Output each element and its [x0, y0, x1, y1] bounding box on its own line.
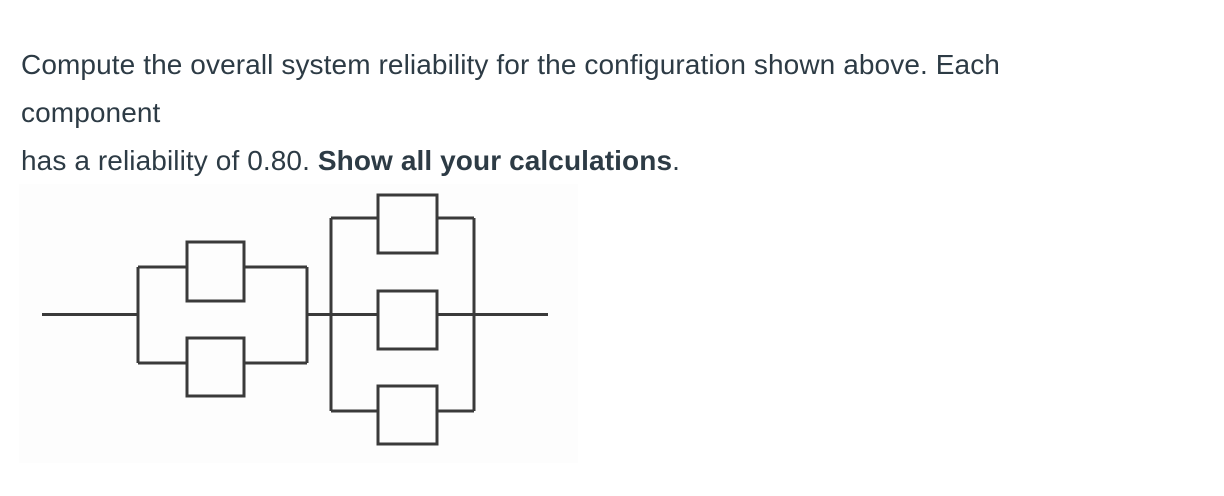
component-box-stage2-middle [376, 289, 439, 351]
question-text: Compute the overall system reliability f… [21, 41, 1201, 185]
component-box-stage2-bottom [376, 384, 439, 446]
reliability-block-diagram [42, 193, 548, 446]
question-line-3: has a reliability of 0.80. Show all your… [21, 137, 1201, 185]
question-line-1: Compute the overall system reliability f… [21, 49, 1000, 80]
question-line-2: component [21, 97, 161, 128]
reliability-diagram-image [19, 184, 578, 463]
question-line-3-period: . [672, 145, 681, 176]
question-line-3-bold: Show all your calculations [317, 145, 673, 176]
question-line-3-regular: has a reliability of 0.80. [21, 145, 318, 176]
component-box-stage1-bottom [185, 336, 246, 398]
component-box-stage2-top [376, 193, 439, 255]
component-box-stage1-top [185, 240, 246, 303]
